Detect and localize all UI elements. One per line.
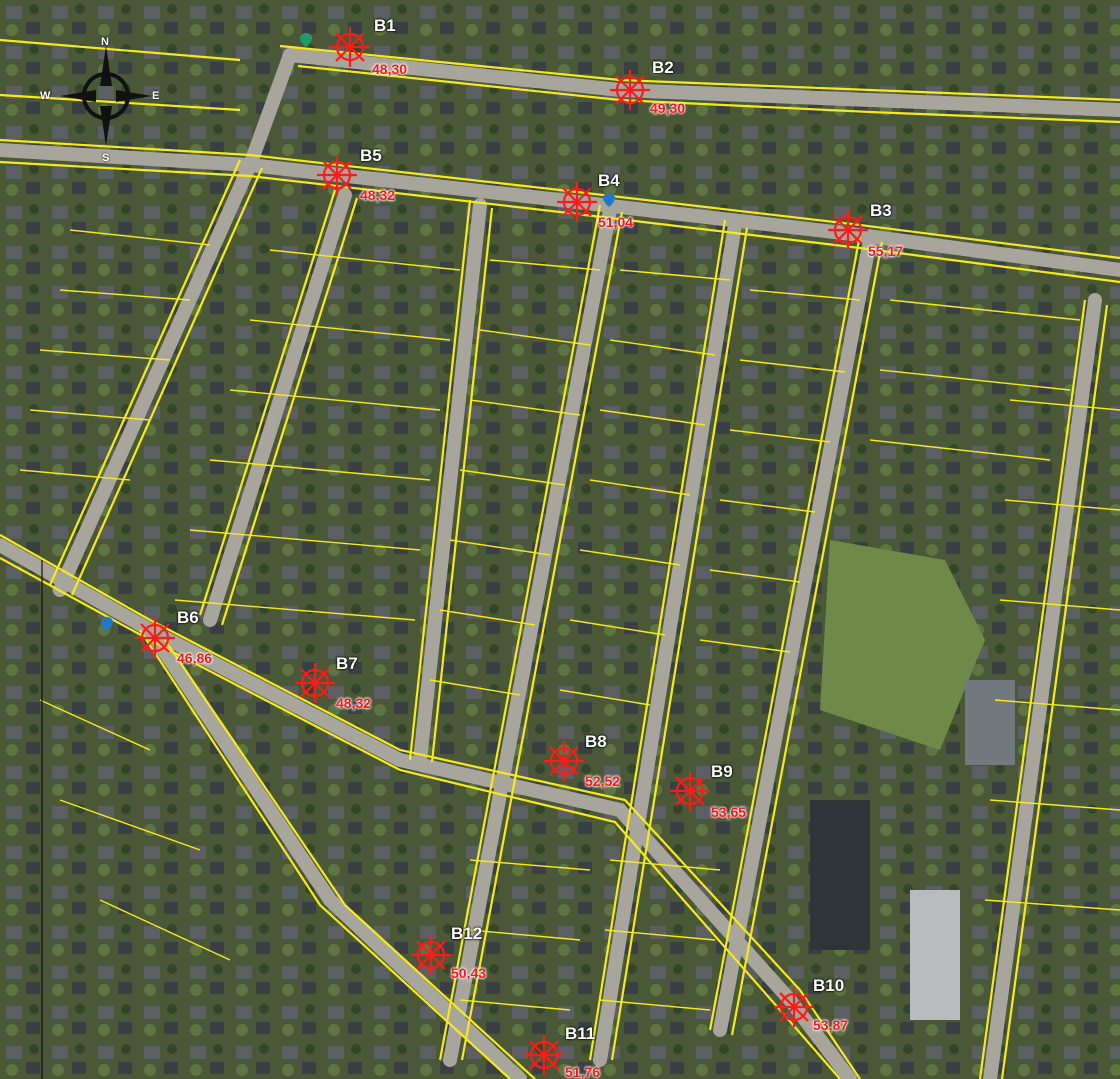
elevation-label: 51,76 [565,1064,601,1079]
compass-icon [60,46,152,146]
map-pin-icon[interactable] [101,617,113,631]
elevation-label: 46,86 [177,650,213,666]
borehole-id-label: B2 [652,58,674,77]
compass-rose: N S E W [40,36,160,166]
parcel-boundaries [0,38,1120,1079]
borehole-id-label: B12 [451,924,483,943]
borehole-id-label: B9 [711,762,733,781]
borehole-id-label: B4 [598,171,620,190]
compass-north-label: N [101,36,109,48]
borehole-id-label: B8 [585,732,607,751]
borehole-icon [317,155,357,195]
map-pin-icon[interactable] [300,33,312,47]
borehole-icon [330,27,370,67]
elevation-label: 48,32 [336,695,372,711]
elevation-label: 48,30 [372,61,408,77]
borehole-marker-b8[interactable] [542,739,586,783]
sports-field [820,540,985,750]
borehole-marker-b10[interactable] [772,985,816,1029]
borehole-marker-b4[interactable] [555,180,599,224]
borehole-marker-b5[interactable] [315,153,359,197]
borehole-marker-b11[interactable] [522,1033,566,1077]
school-building [810,800,870,950]
elevation-label: 52,52 [585,773,621,789]
borehole-icon [774,987,814,1027]
borehole-marker-b12[interactable] [409,933,453,977]
borehole-icon [524,1035,564,1075]
borehole-icon [828,210,868,250]
elevation-label: 50,43 [451,965,487,981]
borehole-icon [544,741,584,781]
school-building [910,890,960,1020]
borehole-id-label: B1 [374,16,396,35]
borehole-icon [411,935,451,975]
elevation-label: 55,17 [868,243,904,259]
elevation-label: 53,87 [813,1017,849,1033]
elevation-label: 51,04 [598,214,634,230]
borehole-marker-b9[interactable] [668,769,712,813]
elevation-label: 49,30 [650,100,686,116]
borehole-marker-b2[interactable] [608,68,652,112]
compass-south-label: S [102,152,110,164]
borehole-icon [557,182,597,222]
elevation-label: 53,65 [711,804,747,820]
borehole-marker-b3[interactable] [826,208,870,252]
parcel-subdivisions [19,229,1120,1011]
borehole-icon [610,70,650,110]
borehole-id-label: B10 [813,976,845,995]
borehole-id-label: B5 [360,146,382,165]
borehole-icon [135,618,175,658]
borehole-id-label: B7 [336,654,358,673]
borehole-id-label: B11 [565,1024,596,1043]
borehole-icon [295,663,335,703]
school-building [965,680,1015,765]
borehole-marker-b7[interactable] [293,661,337,705]
borehole-id-label: B3 [870,201,892,220]
elevation-label: 48,32 [360,187,396,203]
compass-west-label: W [40,90,51,102]
borehole-marker-b1[interactable] [328,25,372,69]
borehole-icon [670,771,710,811]
map-pin-icon[interactable] [603,193,615,207]
borehole-id-label: B6 [177,608,199,627]
compass-east-label: E [152,90,160,102]
borehole-marker-b6[interactable] [133,616,177,660]
